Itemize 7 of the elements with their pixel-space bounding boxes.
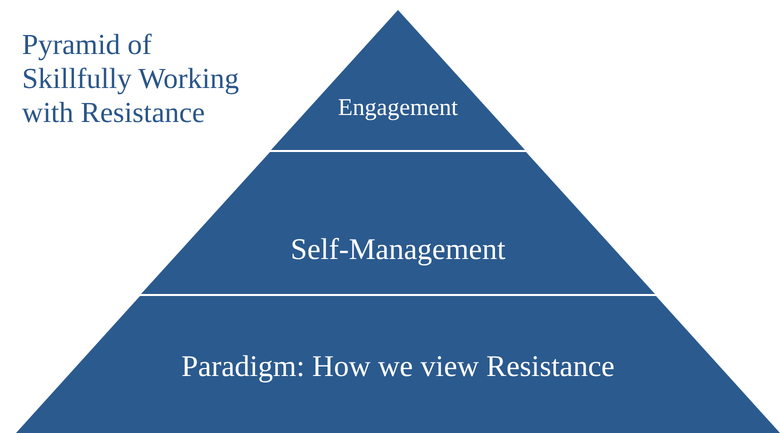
tier-label: Paradigm: How we view Resistance: [180, 350, 616, 384]
pyramid-tier: [141, 152, 655, 294]
title: Pyramid of Skillfully Working with Resistance: [22, 28, 240, 130]
pyramid-tier: [271, 10, 525, 150]
tier-label: Self-Management: [290, 233, 506, 267]
tier-label: Engagement: [337, 95, 459, 122]
pyramid-tier: [16, 296, 780, 433]
